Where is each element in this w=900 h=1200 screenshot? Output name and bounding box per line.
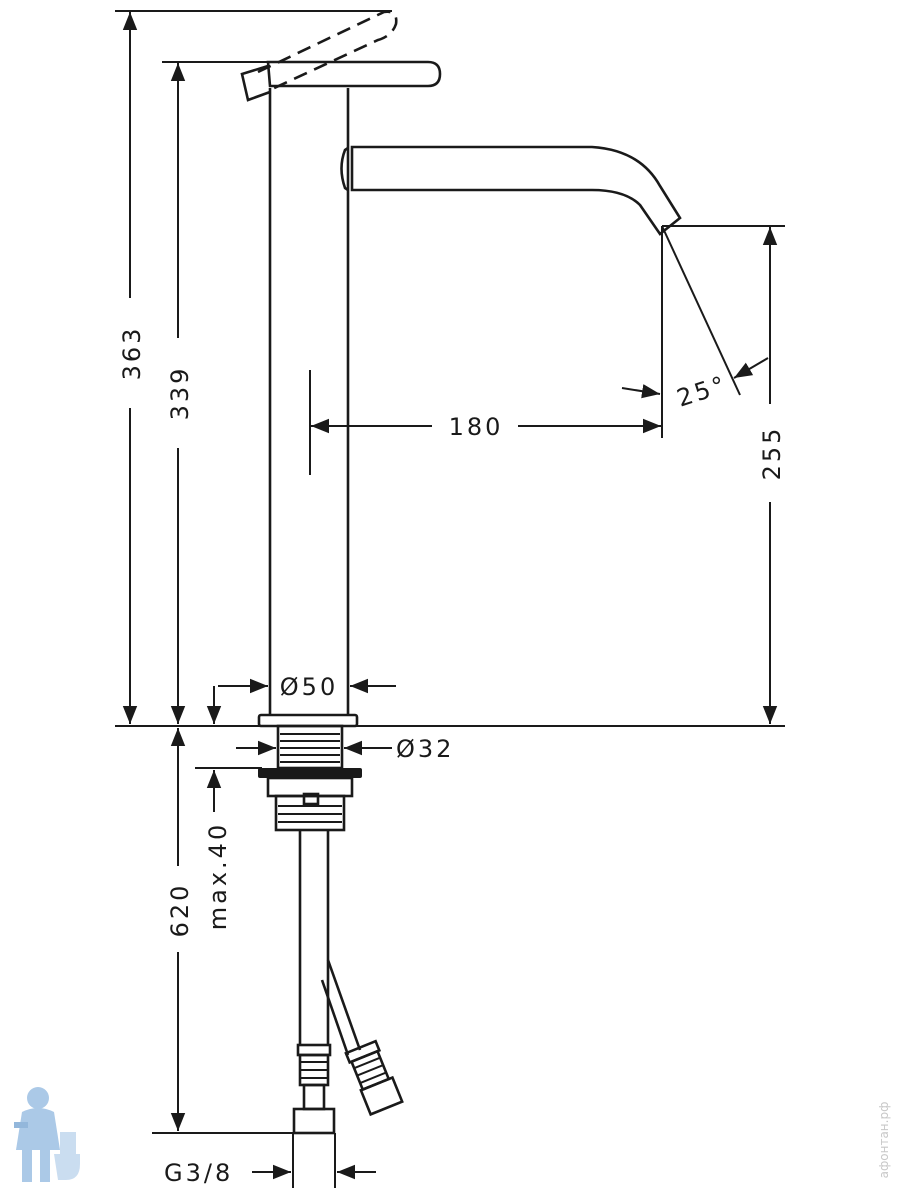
label-diameter-32: Ø32 [396, 735, 454, 763]
dimension-spout-angle: 25° [621, 357, 769, 413]
label-g3-8: G3/8 [164, 1159, 233, 1187]
threaded-shank [258, 724, 362, 832]
dimension-body-height: 339 [166, 63, 194, 724]
plumber-mascot-icon [14, 1087, 80, 1182]
label-180: 180 [449, 413, 504, 441]
label-255: 255 [758, 426, 786, 481]
dimension-hose-length: 620 [166, 728, 194, 1131]
label-620: 620 [166, 883, 194, 938]
dimension-overall-height: 363 [118, 12, 146, 724]
watermark-text: афонтан.рф [877, 1102, 891, 1179]
label-363: 363 [118, 326, 146, 381]
faucet-body [257, 88, 359, 728]
spout [340, 145, 682, 236]
dimension-spout-reach: 180 [311, 413, 661, 441]
extension-lines [115, 10, 785, 1188]
lever-handle [240, 60, 442, 102]
label-diameter-50: Ø50 [280, 673, 338, 701]
label-25-degrees: 25° [673, 370, 731, 413]
supply-hoses [292, 830, 404, 1135]
dimension-connection-thread: G3/8 [164, 1159, 376, 1187]
dimension-max-counter-thickness: max.40 [204, 686, 232, 930]
lever-handle-open-position [257, 10, 398, 92]
dimension-body-diameter: Ø50 [218, 673, 396, 701]
dimension-shank-diameter: Ø32 [236, 735, 454, 763]
label-339: 339 [166, 366, 194, 421]
dimension-spout-height: 255 [758, 227, 786, 724]
label-max-40: max.40 [204, 822, 232, 930]
